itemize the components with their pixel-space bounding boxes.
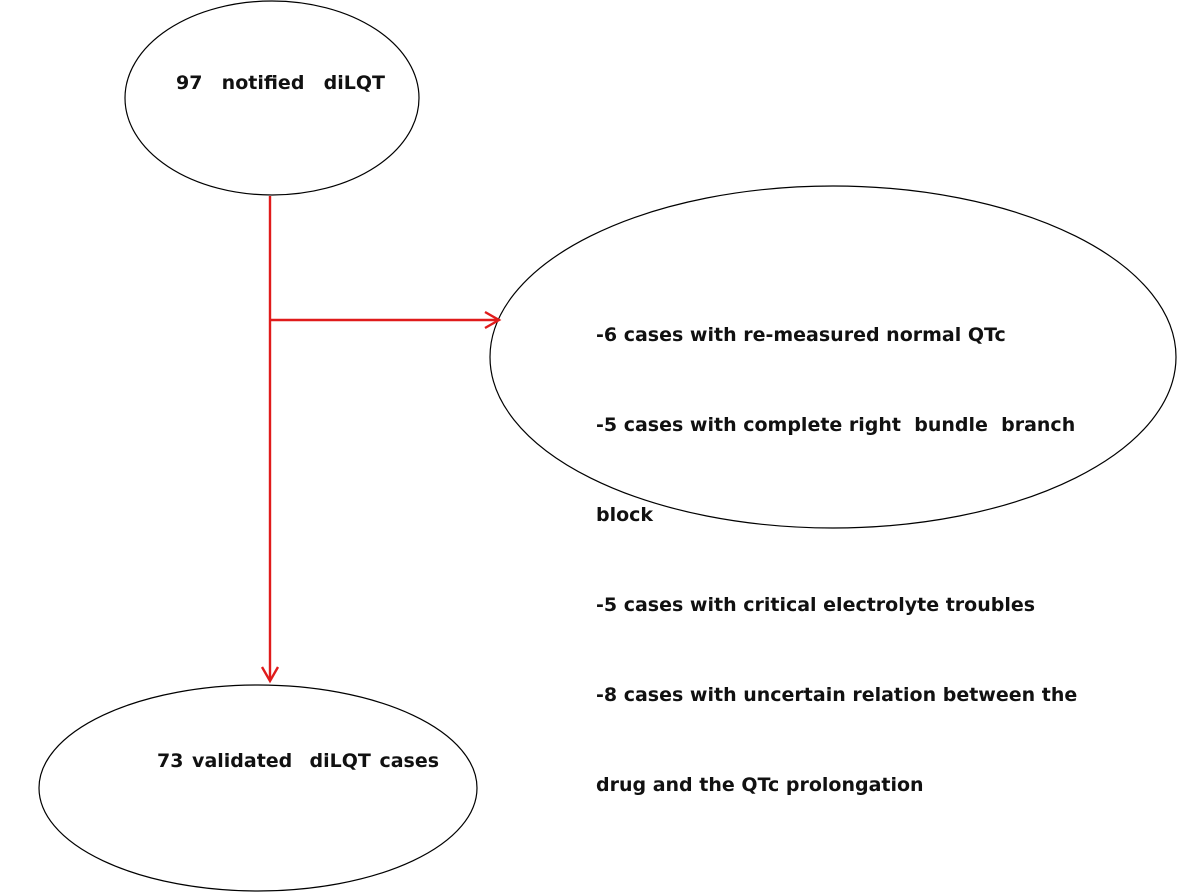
exclusion-line: -5 cases with critical electrolyte troub… [596,594,1036,616]
notified-cases-label: 97 notified diLQT [176,72,385,94]
notified-cases-ellipse [124,0,420,196]
exclusion-line: -6 cases with re-measured normal QTc [596,324,1006,346]
exclusion-criteria-list: -6 cases with re-measured normal QTc -5 … [596,260,1077,830]
down-arrowhead [260,666,280,684]
exclusion-line: drug and the QTc prolongation [596,774,924,796]
exclusion-line: block [596,504,654,526]
exclusion-line: -8 cases with uncertain relation between… [596,684,1078,706]
exclusions-ellipse [489,185,1177,529]
right-arrowhead [484,310,502,330]
validated-cases-ellipse [38,684,478,892]
validated-cases-label: 73 validated diLQT cases [157,750,440,772]
exclusion-line: -5 cases with complete right bundle bran… [596,414,1076,436]
